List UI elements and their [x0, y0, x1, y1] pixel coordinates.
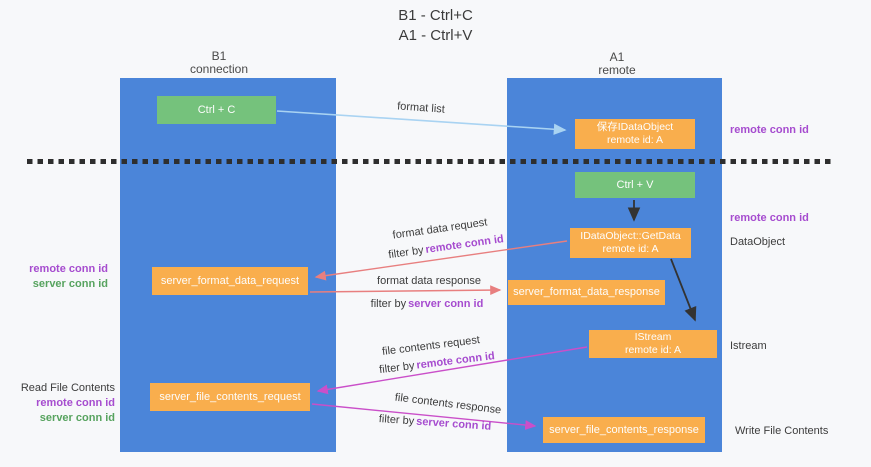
- save-idataobject-line1: 保存IDataObject: [596, 121, 674, 133]
- read-file-contents-label: Read File Contents: [20, 382, 115, 394]
- format-list-label: format list: [396, 100, 446, 116]
- left-remote-conn-id: remote conn id: [29, 263, 108, 275]
- server-format-data-request-box: server_format_data_request: [152, 267, 308, 295]
- server-format-data-response-label: server_format_data_response: [513, 286, 660, 298]
- idataobject-getdata-box: IDataObject::GetData remote id: A: [570, 228, 691, 258]
- dataobject-annotation: DataObject: [730, 236, 786, 248]
- filter-by-text: filter by: [370, 298, 407, 310]
- left-column-header: B1 connection: [190, 50, 248, 76]
- left-column-name: B1: [211, 49, 227, 63]
- phase-divider-dashed-line: [27, 159, 833, 164]
- remote-conn-id-text: remote conn id: [424, 233, 505, 256]
- left-conn-id-annotation: remote conn id server conn id: [18, 262, 108, 292]
- server-format-data-request-label: server_format_data_request: [160, 274, 300, 287]
- getdata-line1: IDataObject::GetData: [580, 230, 681, 242]
- ctrl-c-box: Ctrl + C: [157, 96, 276, 124]
- left-column-role: connection: [189, 62, 249, 76]
- right-remote-conn-id-mid: remote conn id: [730, 212, 809, 224]
- istream-line2: remote id: A: [624, 344, 682, 356]
- title-line-2: A1 - Ctrl+V: [398, 27, 473, 44]
- right-remote-conn-id-top: remote conn id: [730, 124, 809, 136]
- format-data-response-arrow: [309, 285, 502, 296]
- ctrl-v-box: Ctrl + V: [575, 172, 695, 198]
- filter-by-text: filter by: [387, 244, 425, 262]
- right-column-header: A1 remote: [598, 51, 635, 77]
- server-file-contents-response-box: server_file_contents_response: [543, 417, 705, 443]
- filter-by-text: filter by: [378, 359, 416, 377]
- file-contents-response-label: file contents response: [394, 391, 502, 417]
- getdata-line2: remote id: A: [602, 243, 659, 255]
- save-idataobject-line2: remote id: A: [606, 134, 664, 146]
- right-column-name: A1: [609, 50, 625, 64]
- filter-by-text: filter by: [378, 413, 415, 428]
- istream-annotation: Istream: [730, 340, 767, 352]
- save-idataobject-box: 保存IDataObject remote id: A: [575, 119, 695, 149]
- server-conn-id-text: server conn id: [415, 415, 492, 433]
- server-file-contents-response-label: server_file_contents_response: [549, 423, 699, 436]
- right-column-role: remote: [598, 63, 636, 77]
- write-file-contents-annotation: Write File Contents: [735, 425, 829, 437]
- left-server-conn-id: server conn id: [32, 278, 108, 290]
- istream-line1: IStream: [634, 331, 672, 343]
- istream-box: IStream remote id: A: [589, 330, 717, 358]
- ctrl-v-label: Ctrl + V: [616, 178, 654, 191]
- diagram-title: B1 - Ctrl+C A1 - Ctrl+V: [0, 6, 871, 46]
- read-remote-conn-id: remote conn id: [36, 397, 115, 409]
- server-file-contents-request-box: server_file_contents_request: [150, 383, 310, 411]
- read-file-contents-annotation: Read File Contents remote conn id server…: [18, 381, 115, 426]
- read-server-conn-id: server conn id: [39, 412, 115, 424]
- file-response-filter-label: filter byserver conn id: [378, 413, 493, 433]
- server-file-contents-request-label: server_file_contents_request: [159, 390, 301, 403]
- title-line-1: B1 - Ctrl+C: [398, 7, 473, 24]
- format-data-response-label: format data response: [377, 275, 481, 287]
- server-format-data-response-box: server_format_data_response: [508, 280, 665, 305]
- ctrl-c-label: Ctrl + C: [197, 103, 236, 116]
- server-conn-id-text: server conn id: [408, 298, 484, 310]
- remote-conn-id-text: remote conn id: [415, 350, 496, 372]
